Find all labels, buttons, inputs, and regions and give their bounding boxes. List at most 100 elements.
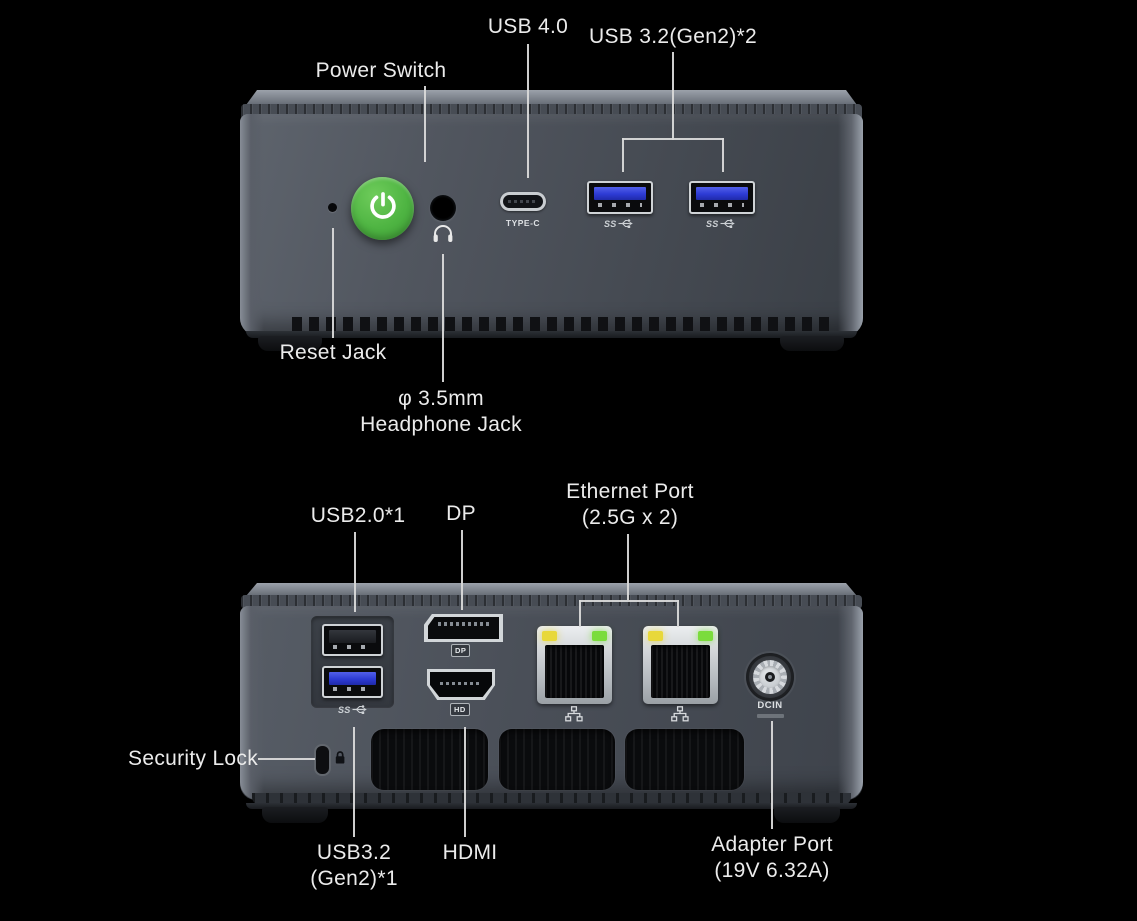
callout-adapter: Adapter Port (19V 6.32A): [670, 832, 874, 884]
leader-usb32-left: [622, 138, 624, 172]
vent-grille-3: [625, 729, 744, 790]
usb-superspeed-logo: SS: [706, 218, 736, 229]
hdmi-pins: [440, 682, 482, 685]
ethernet-port-2: [643, 626, 718, 704]
displayport-slot: [428, 617, 499, 639]
leader-usb32-rear: [353, 727, 355, 837]
leader-adapter: [771, 721, 773, 829]
front-vent-notches: [292, 317, 832, 331]
usb-a-port-rear-usb3: [322, 666, 383, 698]
ethernet-port-1: [537, 626, 612, 704]
usb-contacts: [333, 645, 372, 649]
headphone-label-line2: Headphone Jack: [360, 413, 522, 436]
ss-text: SS: [338, 704, 351, 715]
dc-in-pin: [768, 675, 772, 679]
ss-text: SS: [706, 218, 719, 229]
callout-security-lock: Security Lock: [128, 747, 258, 770]
adapter-label-line2: (19V 6.32A): [714, 859, 830, 882]
callout-usb4: USB 4.0: [487, 15, 569, 38]
usb3-tongue: [594, 187, 646, 200]
leader-ethernet-bracket: [579, 600, 679, 602]
rear-chassis-bottom-rib: [252, 793, 851, 805]
usb-a-port-front-1: [587, 181, 653, 214]
usb2-tongue: [329, 630, 376, 643]
reset-pinhole: [328, 203, 337, 212]
front-chassis-top-edge: [246, 90, 857, 105]
front-chassis-left-corner: [240, 114, 264, 336]
type-c-port-label: TYPE-C: [505, 218, 541, 228]
usb-contacts: [333, 687, 372, 691]
leader-usb32-right: [722, 138, 724, 172]
dcin-port-label: DCIN: [757, 700, 783, 711]
usb-superspeed-icon: [720, 219, 736, 228]
usb-superspeed-logo: SS: [338, 704, 368, 715]
ethernet-label-line2: (2.5G x 2): [581, 506, 679, 529]
displayport-pins: [438, 622, 490, 626]
usb-contacts: [700, 203, 744, 207]
ethernet-network-icon: [565, 706, 583, 727]
usb32-label-line2: (Gen2)*1: [310, 867, 398, 890]
leader-hdmi: [464, 727, 466, 837]
rear-chassis-ribbed-band: [241, 595, 862, 609]
usb3-tongue: [329, 672, 376, 685]
front-foot-left: [258, 336, 322, 351]
vent-grille-2: [499, 729, 615, 790]
ethernet-label-line1: Ethernet Port: [566, 480, 694, 503]
usb-a-port-rear-usb2: [322, 624, 383, 656]
rear-foot-left: [262, 807, 328, 823]
ethernet-network-icon: [671, 706, 689, 727]
front-chassis-bottom-edge: [246, 331, 857, 338]
hd-badge: HD: [450, 703, 470, 716]
usb-c-port-pins: [508, 200, 538, 203]
leader-usb20: [354, 532, 356, 612]
callout-ethernet: Ethernet Port (2.5G x 2): [528, 479, 732, 531]
headphone-jack-port: [430, 195, 456, 221]
ethernet-led-green: [592, 631, 607, 641]
callout-usb32x2: USB 3.2(Gen2)*2: [589, 25, 757, 48]
ethernet-led-green: [698, 631, 713, 641]
callout-usb32-rear: USB3.2 (Gen2)*1: [254, 840, 454, 892]
dcin-microtext: [757, 714, 784, 718]
usb3-tongue: [696, 187, 748, 200]
kensington-lock-slot: [314, 744, 331, 776]
callout-hdmi: HDMI: [442, 841, 498, 864]
leader-ethernet-left: [579, 600, 581, 627]
usb-superspeed-icon: [352, 705, 368, 714]
leader-security-lock: [258, 758, 315, 760]
leader-dp: [461, 530, 463, 610]
callout-reset-jack: Reset Jack: [279, 341, 387, 364]
power-icon: [366, 189, 400, 228]
leader-usb32-stem: [672, 52, 674, 140]
leader-ethernet-right: [677, 600, 679, 627]
ethernet-led-yellow: [648, 631, 663, 641]
adapter-label-line1: Adapter Port: [711, 833, 833, 856]
vent-grille-1: [371, 729, 488, 790]
leader-reset-jack: [332, 228, 334, 338]
dp-badge: DP: [451, 644, 471, 657]
ethernet-opening: [651, 645, 710, 698]
ethernet-led-yellow: [542, 631, 557, 641]
rear-foot-right: [774, 807, 840, 823]
rear-chassis-left-corner: [240, 606, 264, 800]
headphone-icon: [431, 222, 455, 249]
usb-contacts: [598, 203, 642, 207]
callout-dp: DP: [446, 502, 476, 525]
leader-usb32-bracket: [622, 138, 724, 140]
callout-headphone-jack: φ 3.5mm Headphone Jack: [331, 386, 551, 438]
usb-superspeed-icon: [618, 219, 634, 228]
usb-c-port: [500, 192, 546, 211]
rear-chassis-bottom-edge: [246, 803, 857, 809]
headphone-label-line1: φ 3.5mm: [398, 387, 484, 410]
lock-icon: [334, 750, 346, 770]
leader-usb4: [527, 44, 529, 178]
rear-chassis-right-corner: [838, 606, 863, 800]
usb32-label-line1: USB3.2: [316, 841, 392, 864]
front-foot-right: [780, 336, 844, 351]
ss-text: SS: [604, 218, 617, 229]
leader-ethernet-stem: [627, 534, 629, 600]
power-button: [351, 177, 414, 240]
callout-usb20: USB2.0*1: [310, 504, 406, 527]
usb-superspeed-logo: SS: [604, 218, 634, 229]
callout-power-switch: Power Switch: [315, 59, 447, 82]
